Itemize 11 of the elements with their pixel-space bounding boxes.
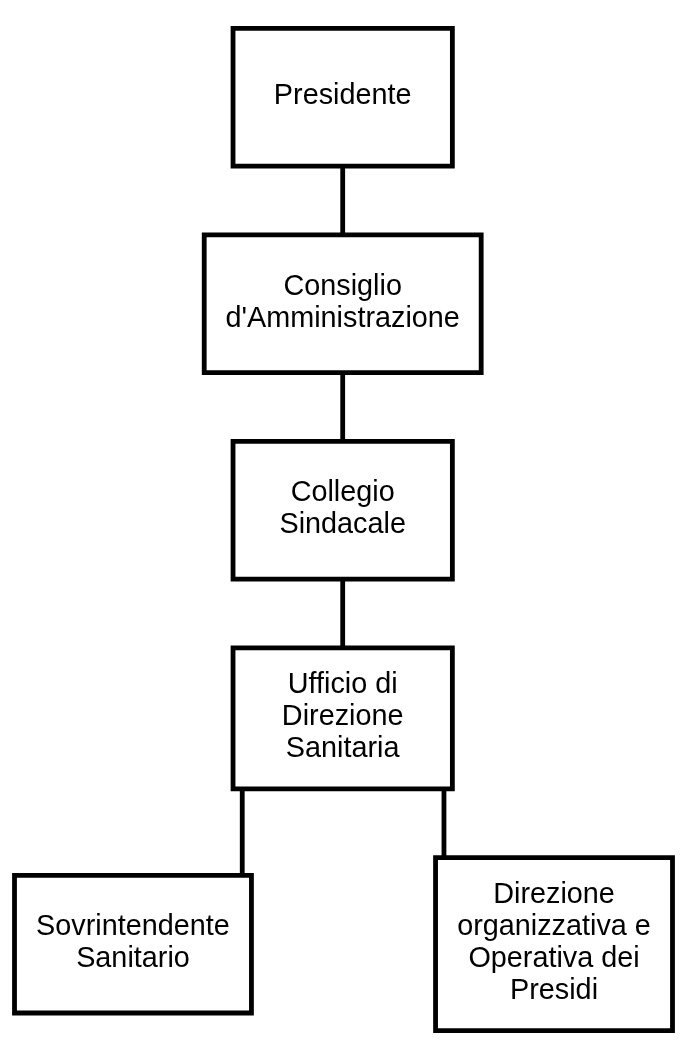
- node-box: Consiglio d'Amministrazione: [201, 232, 484, 375]
- node-box: Collegio Sindacale: [230, 438, 455, 582]
- connector: [340, 166, 346, 234]
- connector: [441, 788, 447, 857]
- node-box: Presidente: [230, 25, 455, 168]
- node-box: Direzione organizzativa e Operativa dei Presidi: [433, 854, 675, 1033]
- connector: [340, 579, 346, 647]
- node-box: Sovrintendente Sanitario: [12, 872, 254, 1015]
- node-box: Ufficio di Direzione Sanitaria: [230, 645, 455, 791]
- connector: [340, 372, 346, 441]
- connector: [239, 788, 245, 875]
